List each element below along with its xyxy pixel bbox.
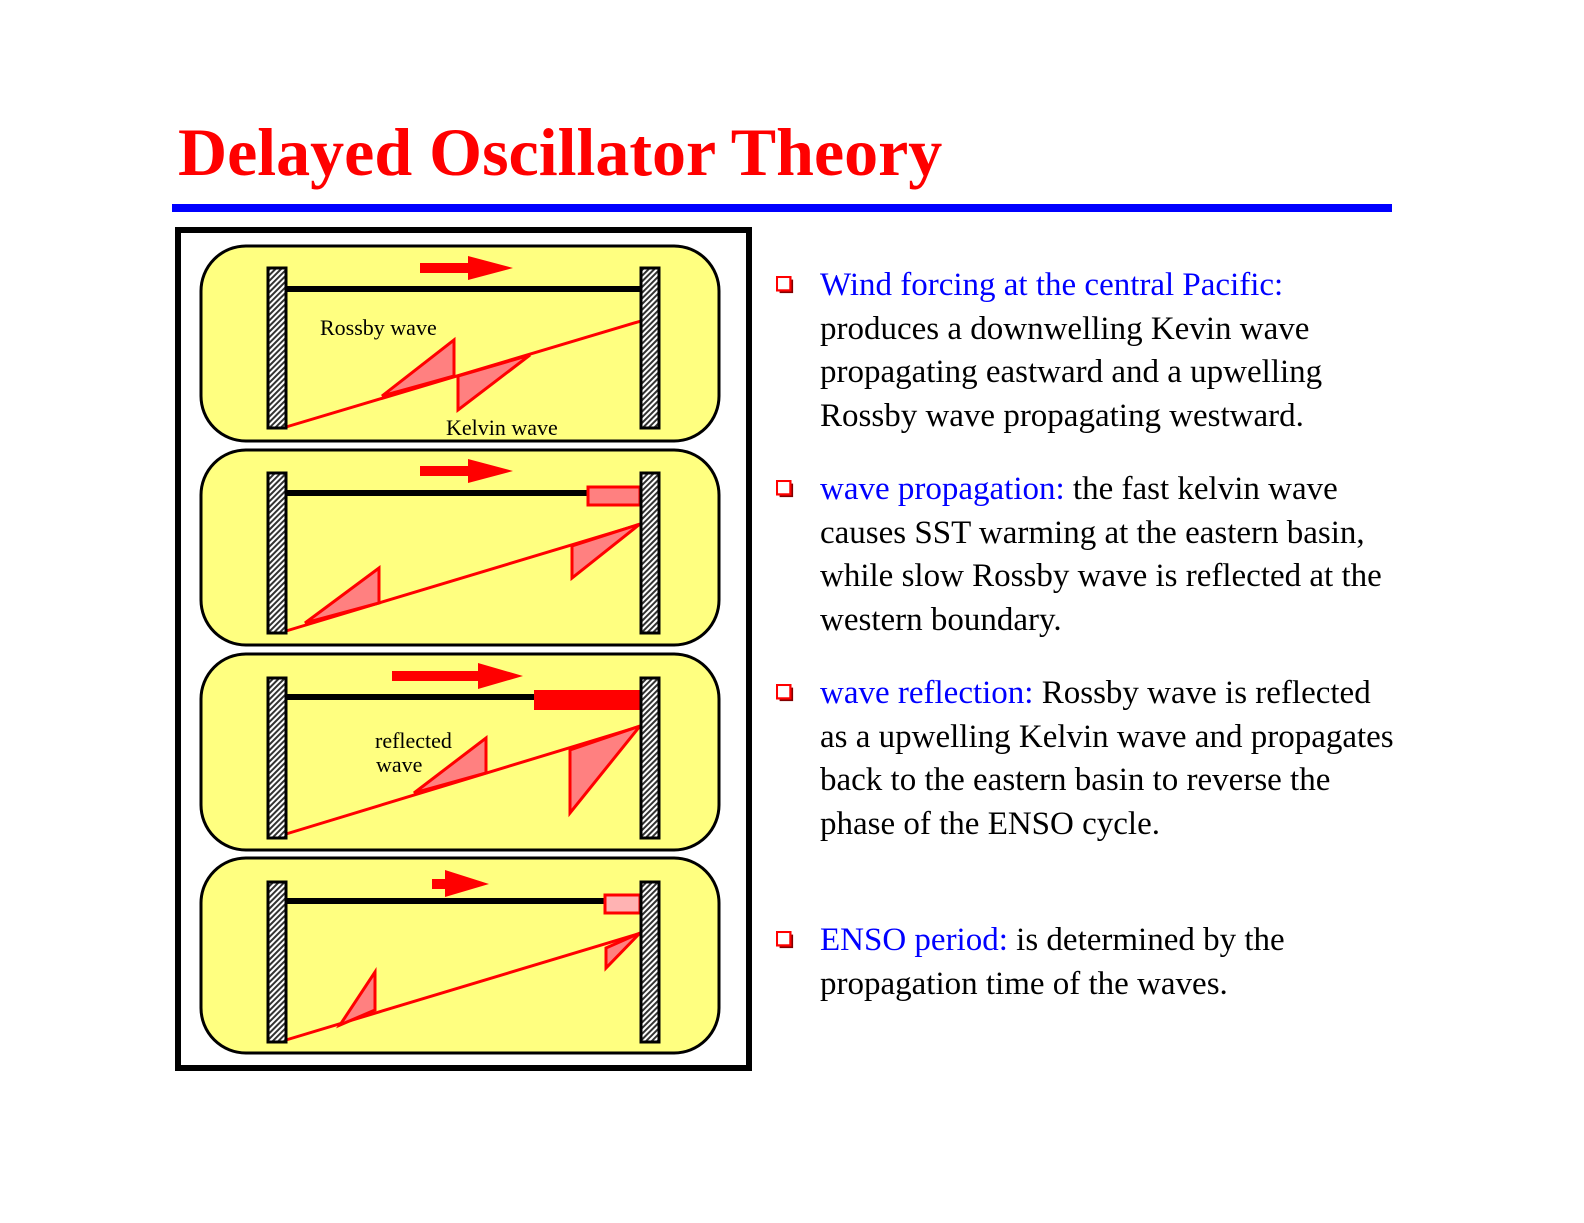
reflected-wave-triangle [413, 734, 488, 795]
rossby-wave-triangle [335, 967, 377, 1029]
reflected-wave-label: reflected [375, 728, 452, 753]
wind-arrow-icon [392, 663, 523, 689]
kelvin-wave-triangle [456, 353, 531, 414]
eastern-boundary-wall [639, 266, 661, 430]
sst-warming-bar [603, 893, 642, 915]
wind-arrow-icon [420, 256, 513, 280]
square-bullet-icon [776, 276, 794, 294]
reflected-wave-label-line2: wave [376, 752, 422, 777]
bullet-keyword: ENSO period: [820, 922, 1008, 958]
wind-arrow-icon [420, 459, 513, 483]
western-boundary-wall [266, 266, 288, 430]
panel-3-reflection: reflected wave [199, 652, 721, 852]
bullet-keyword: wave reflection: [820, 675, 1034, 711]
sst-warming-bar [534, 690, 640, 710]
kelvin-wave-triangle [570, 522, 641, 582]
square-bullet-icon [776, 480, 794, 498]
bullet-text: produces a downwelling Kevin wave propag… [820, 310, 1323, 434]
sst-warming-bar [586, 485, 642, 507]
bullet-keyword: wave propagation: [820, 471, 1065, 507]
panel-4-phase-reversal [199, 856, 721, 1055]
kelvin-wave-label: Kelvin wave [446, 415, 558, 440]
slide-title: Delayed Oscillator Theory [178, 114, 943, 190]
kelvin-wave-triangle [604, 931, 642, 972]
square-bullet-icon [776, 684, 794, 702]
panel-1-initial-forcing: Rossby wave Kelvin wave [199, 244, 721, 443]
kelvin-wave-triangle [568, 722, 645, 818]
bullet-keyword: Wind forcing at the central Pacific: [820, 267, 1284, 303]
bullet-text: the fast kelvin wave causes SST warming … [820, 471, 1382, 638]
bullet-text: Rossby wave is reflected as a upwelling … [820, 675, 1394, 842]
rossby-wave-label: Rossby wave [320, 315, 437, 340]
bullet-text: is determined by the propagation time of… [820, 922, 1285, 1002]
wind-arrow-icon [432, 870, 489, 897]
title-underline [172, 204, 1392, 212]
panel-2-propagation [199, 448, 721, 647]
rossby-wave-triangle [381, 336, 456, 398]
square-bullet-icon [776, 931, 794, 949]
rossby-wave-triangle [304, 565, 381, 625]
